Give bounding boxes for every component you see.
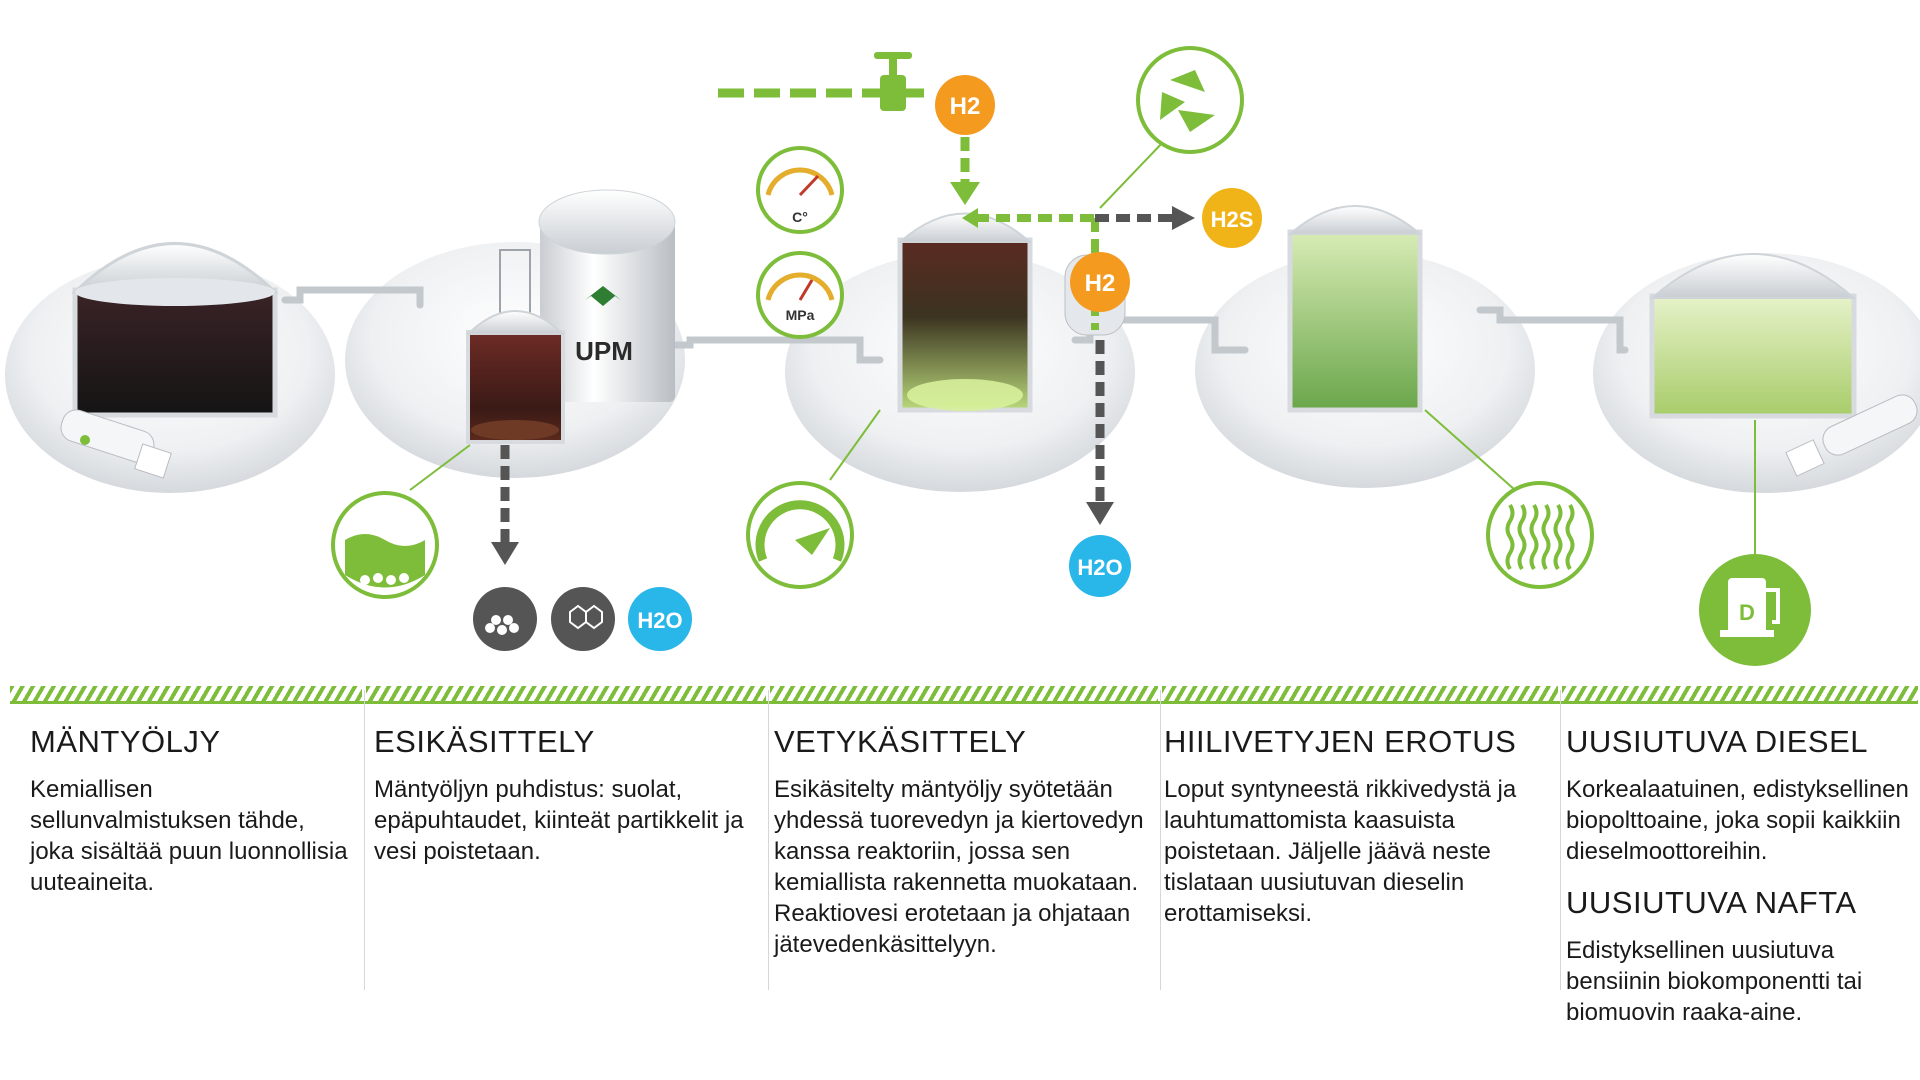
- sediment-icon: [473, 587, 537, 651]
- temperature-gauge: C°: [756, 146, 844, 234]
- upm-logo: UPM: [575, 286, 633, 366]
- divider-2: [768, 690, 769, 990]
- svg-text:UPM: UPM: [575, 336, 633, 366]
- section-hydrotreatment: VETYKÄSITTELY Esikäsitelty mäntyöljy syö…: [774, 724, 1144, 960]
- section-title: MÄNTYÖLJY: [30, 724, 221, 759]
- tank-diesel: [1649, 253, 1857, 419]
- tank-pretreatment: [465, 189, 676, 444]
- pressure-gauge: MPa: [756, 251, 844, 339]
- stripe-1: [10, 686, 362, 702]
- h2o-badge-bottom-label: H2O: [1077, 555, 1122, 580]
- section-text-2: Edistyksellinen uusiutuva bensiinin biok…: [1566, 937, 1863, 1026]
- distillation-waves-icon: [1424, 409, 1594, 589]
- stripe-4: [1162, 686, 1558, 702]
- h2o-badge-left-label: H2O: [637, 608, 682, 633]
- process-diagram: UPM H2: [5, 46, 1920, 666]
- arrow-water-out: [1086, 340, 1114, 525]
- section-title: ESIKÄSITTELY: [374, 724, 595, 759]
- section-title: UUSIUTUVA DIESEL: [1566, 724, 1869, 759]
- divider-3: [1160, 690, 1161, 990]
- tank-separation: [1287, 205, 1423, 413]
- section-text: Korkealaatuinen, edistyksellinen biopolt…: [1566, 776, 1909, 865]
- h2s-badge-label: H2S: [1211, 207, 1254, 232]
- section-title: VETYKÄSITTELY: [774, 724, 1027, 759]
- valve-icon: [874, 52, 912, 111]
- tank-reactor: [897, 212, 1033, 413]
- arrow-h2-into-reactor: [950, 137, 980, 205]
- recycle-icon: [1136, 46, 1244, 154]
- molecule-icon: [551, 587, 615, 651]
- svg-text:MPa: MPa: [786, 307, 815, 323]
- h2-feed-line: [718, 52, 930, 111]
- liquid-settling-icon: [331, 444, 471, 599]
- section-text: Esikäsitelty mäntyöljy syötetään yhdessä…: [774, 776, 1144, 958]
- section-text: Loput syntyneestä rikkivedystä ja lauhtu…: [1164, 776, 1517, 927]
- section-title-2: UUSIUTUVA NAFTA: [1566, 885, 1857, 920]
- section-text: Mäntyöljyn puhdistus: suolat, epäpuhtaud…: [374, 776, 744, 865]
- arrow-impurities-out: [491, 445, 519, 565]
- section-products: UUSIUTUVA DIESEL Korkealaatuinen, edisty…: [1566, 724, 1916, 1028]
- truck-icon: [60, 409, 172, 479]
- h2o-badge-bottom: [1069, 535, 1131, 597]
- tank-tall-oil: [71, 242, 279, 418]
- h2s-badge: [1202, 188, 1262, 248]
- svg-text:C°: C°: [792, 209, 808, 225]
- h2-badge-mid-label: H2: [1085, 270, 1116, 297]
- truck-icon-right: [1785, 394, 1918, 477]
- fuel-pump-icon: D: [1699, 420, 1811, 666]
- section-title: HIILIVETYJEN EROTUS: [1164, 724, 1517, 759]
- section-tall-oil: MÄNTYÖLJY Kemiallisen sellunvalmistuksen…: [30, 724, 350, 898]
- h2-badge-top: [935, 75, 995, 135]
- stripe-2: [366, 686, 766, 702]
- pipes: [281, 286, 1629, 364]
- speed-gauge-icon: [746, 409, 881, 589]
- section-separation: HIILIVETYJEN EROTUS Loput syntyneestä ri…: [1164, 724, 1549, 929]
- section-text: Kemiallisen sellunvalmistuksen tähde, jo…: [30, 776, 348, 896]
- h2-badge-mid: [1070, 252, 1130, 312]
- stripe-5: [1562, 686, 1918, 702]
- stripe-3: [770, 686, 1158, 702]
- h2o-badge-left: [628, 587, 692, 651]
- divider-4: [1560, 690, 1561, 990]
- svg-text:D: D: [1739, 600, 1755, 625]
- divider-1: [364, 690, 365, 990]
- section-pretreatment: ESIKÄSITTELY Mäntyöljyn puhdistus: suola…: [374, 724, 759, 867]
- stripe-baseline: [10, 701, 1918, 704]
- h2-badge-top-label: H2: [950, 93, 981, 120]
